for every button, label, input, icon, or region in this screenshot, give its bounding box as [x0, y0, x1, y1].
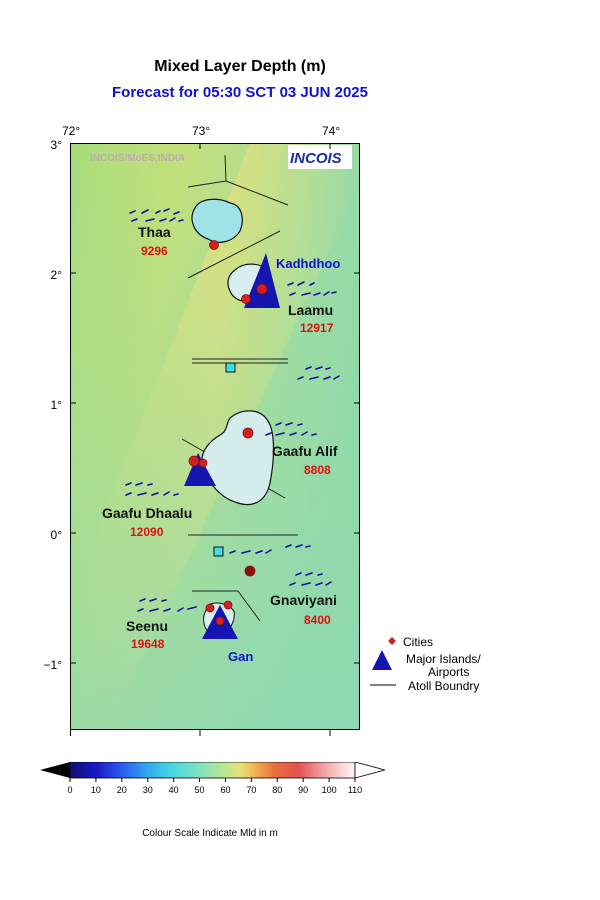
colour-scale-left-arrow — [40, 762, 70, 778]
colour-scale-tick-label: 60 — [220, 785, 230, 795]
island-square-marker — [213, 546, 224, 557]
island-square-marker — [225, 362, 236, 373]
colour-scale-tick-label: 20 — [117, 785, 127, 795]
colour-scale-tick-label: 30 — [143, 785, 153, 795]
atoll-value-laamu: 12917 — [300, 321, 334, 335]
colour-scale: 0 10 20 30 40 50 60 70 80 90 100 110 — [40, 762, 385, 795]
legend-major-islands: Major Islands/ — [406, 652, 481, 666]
logo-box — [288, 145, 352, 169]
lat-label-2: 2° — [50, 268, 62, 282]
island-label-gan: Gan — [228, 649, 253, 664]
map-frame — [70, 143, 360, 730]
gaafu-atoll — [201, 410, 275, 506]
atoll-label-seenu: Seenu — [126, 618, 168, 634]
atoll-value-gaafu-alif: 8808 — [304, 463, 331, 477]
kadhdhoo-triangle — [244, 253, 280, 308]
map-ticks — [70, 143, 360, 664]
legend-symbols — [370, 637, 396, 686]
atoll-label-thaa: Thaa — [138, 224, 171, 240]
bottom-ticks — [70, 730, 331, 736]
atoll-label-gaafu-dhaalu: Gaafu Dhaalu — [102, 505, 192, 521]
legend-atoll-boundary: Atoll Boundry — [408, 679, 480, 693]
colour-scale-tick-label: 40 — [169, 785, 179, 795]
legend-airports: Airports — [428, 665, 470, 679]
colour-scale-tick-label: 100 — [322, 785, 337, 795]
colour-scale-tick-label: 50 — [195, 785, 205, 795]
lat-label-1: 1° — [50, 398, 62, 412]
atoll-value-seenu: 19648 — [131, 637, 165, 651]
lon-label-73: 73° — [192, 124, 211, 138]
atoll-value-gaafu-dhaalu: 12090 — [130, 525, 164, 539]
map-legend: Cities Major Islands/ Airports Atoll Bou… — [370, 633, 590, 693]
triangle-legend-icon — [372, 650, 392, 670]
atoll-value-gnaviyani: 8400 — [304, 613, 331, 627]
city-legend-icon — [388, 637, 396, 645]
atoll-value-thaa: 9296 — [141, 244, 168, 258]
mld-map: INCOIS/MoES,INDIA INCOIS — [70, 143, 360, 730]
dhivehi-labels — [125, 208, 340, 612]
colour-scale-caption: Colour Scale Indicate Mld in m — [142, 828, 278, 839]
colour-scale-tick-label: 90 — [298, 785, 308, 795]
atoll-label-laamu: Laamu — [288, 302, 333, 318]
lat-label-minus1: −1° — [43, 658, 62, 672]
colour-scale-bar — [69, 762, 356, 779]
legend-cities: Cities — [403, 635, 434, 649]
colour-scale-tick-label: 0 — [67, 785, 72, 795]
forecast-subtitle: Forecast for 05:30 SCT 03 JUN 2025 — [112, 84, 368, 101]
atoll-label-gnaviyani: Gnaviyani — [270, 592, 337, 608]
thaa-atoll — [191, 198, 243, 243]
watermark-text: INCOIS/MoES,INDIA — [90, 153, 185, 164]
atoll-label-gaafu-alif: Gaafu Alif — [272, 443, 338, 459]
colour-scale-tick-label: 10 — [91, 785, 101, 795]
lat-label-3: 3° — [50, 138, 62, 152]
colour-scale-tick-label: 80 — [272, 785, 282, 795]
lat-label-0: 0° — [50, 528, 62, 542]
kaadedhdhoo-triangle — [184, 453, 216, 486]
island-label-kadhdhoo: Kadhdhoo — [276, 256, 340, 271]
colour-scale-tick-label: 70 — [246, 785, 256, 795]
map-title: Mixed Layer Depth (m) — [154, 58, 326, 75]
colour-scale-tick-label: 110 — [348, 785, 362, 795]
lon-label-72: 72° — [62, 124, 81, 138]
lon-label-74: 74° — [322, 124, 341, 138]
city-markers — [188, 240, 268, 626]
colour-scale-right-arrow — [354, 762, 385, 779]
colour-scale-ticks: 0 10 20 30 40 50 60 70 80 90 100 110 — [67, 778, 362, 795]
incois-logo: INCOIS — [290, 150, 342, 167]
